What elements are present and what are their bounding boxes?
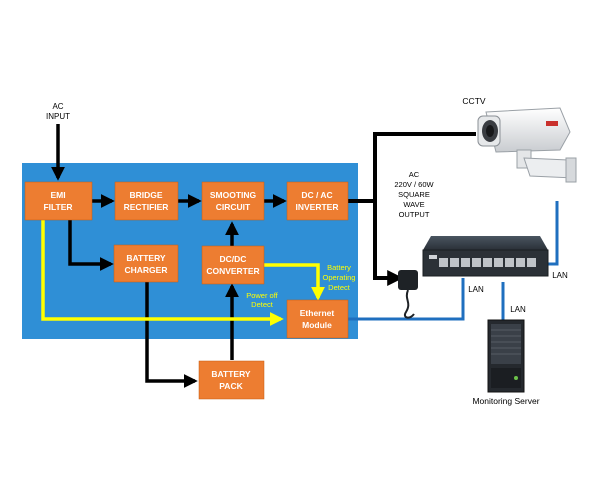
ac-output-label-5: OUTPUT — [399, 210, 430, 219]
battery-pack-label-1: BATTERY — [211, 369, 251, 379]
ethernet-module-label-2: Module — [302, 320, 332, 330]
emi-filter-label-1: EMI — [50, 190, 65, 200]
dcdc-converter-box — [201, 245, 265, 285]
ethernet-module-box — [286, 299, 349, 339]
dcdc-converter-label-2: CONVERTER — [206, 266, 259, 276]
power-off-label-1: Power off — [246, 291, 278, 300]
wire-inverter-switch — [373, 201, 404, 286]
battery-charger-label-2: CHARGER — [125, 265, 168, 275]
ac-output-label-1: AC — [409, 170, 420, 179]
battery-pack-label-2: PACK — [219, 381, 243, 391]
smoothing-circuit-box — [201, 181, 265, 221]
inverter-label-2: INVERTER — [296, 202, 339, 212]
wire-inverter-output — [348, 132, 476, 203]
lan-label-right: LAN — [552, 271, 568, 280]
battery-operating-label-1: Battery — [327, 263, 351, 272]
power-off-detect-line — [41, 220, 284, 326]
power-off-label-2: Detect — [251, 300, 274, 309]
ac-output-label-4: WAVE — [403, 200, 424, 209]
inverter-box — [286, 181, 349, 221]
bridge-rectifier-label-1: BRIDGE — [129, 190, 162, 200]
lan-label-mid: LAN — [468, 285, 484, 294]
emi-filter-box — [24, 181, 93, 221]
battery-operating-label-3: Detect — [328, 283, 351, 292]
bridge-rectifier-label-2: RECTIFIER — [124, 202, 169, 212]
power-adapter-icon — [398, 270, 418, 319]
cctv-label: CCTV — [462, 96, 485, 106]
battery-pack-box — [198, 360, 265, 400]
cctv-camera-icon — [477, 107, 577, 183]
bridge-rectifier-box — [114, 181, 179, 221]
wire-charger-battery — [145, 282, 198, 388]
ac-input-label-2: INPUT — [46, 112, 70, 121]
smoothing-circuit-label-2: CIRCUIT — [216, 202, 251, 212]
inverter-label-1: DC / AC — [301, 190, 332, 200]
lan-ethernet-switch — [348, 278, 465, 321]
ac-output-label-3: SQUARE — [398, 190, 430, 199]
monitoring-server-label: Monitoring Server — [472, 396, 539, 406]
ac-output-label-2: 220V / 60W — [394, 180, 434, 189]
battery-charger-label-1: BATTERY — [126, 253, 166, 263]
ac-input-label-1: AC — [52, 102, 63, 111]
emi-filter-label-2: FILTER — [43, 202, 72, 212]
wire-emi-charger — [68, 220, 114, 271]
lan-label-server: LAN — [510, 305, 526, 314]
battery-operating-detect-line — [264, 263, 325, 301]
ethernet-module-label-1: Ethernet — [300, 308, 335, 318]
network-switch-icon — [422, 236, 549, 277]
smoothing-circuit-label-1: SMOOTING — [210, 190, 257, 200]
dcdc-converter-label-1: DC/DC — [220, 254, 247, 264]
server-tower-icon — [487, 319, 525, 393]
battery-charger-box — [113, 244, 179, 283]
battery-operating-label-2: Operating — [323, 273, 356, 282]
